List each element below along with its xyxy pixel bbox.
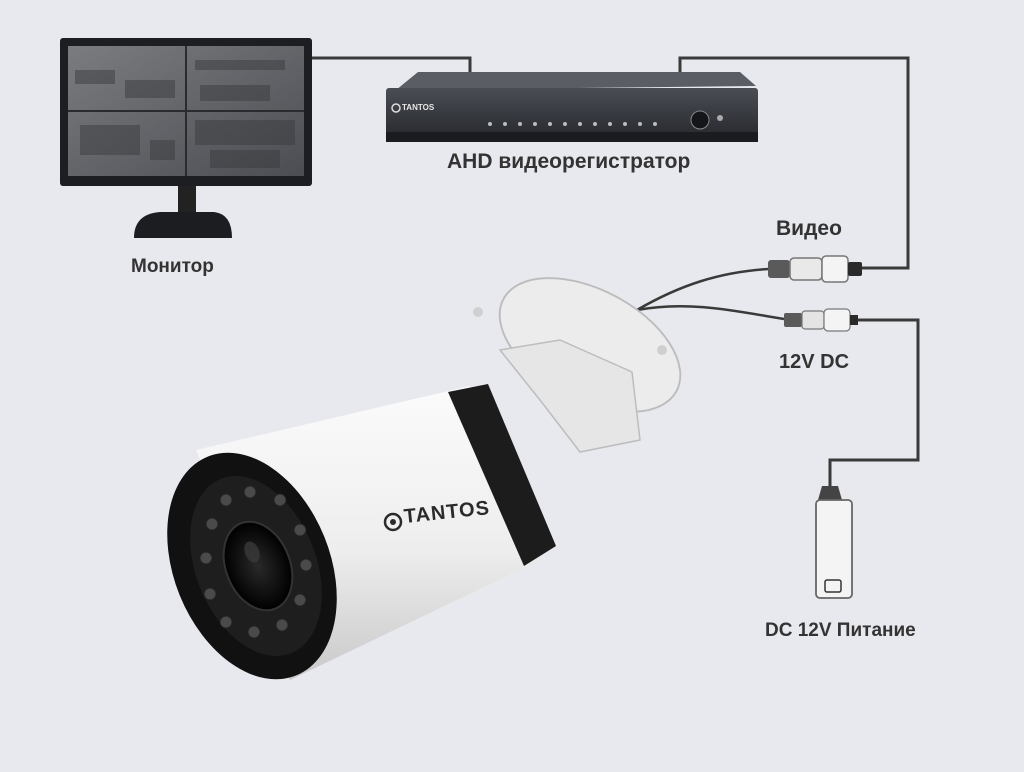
power-connector-icon [784,309,858,331]
power-12v-label: 12V DC [779,351,849,374]
camera-pigtail-power [637,306,784,319]
monitor-label: Монитор [131,256,214,278]
dvr-icon [386,72,758,142]
monitor-dvr-cable [310,58,470,72]
video-connector-icon [768,256,862,282]
camera-icon [135,250,702,704]
power-supply-label: DC 12V Питание [765,620,916,642]
video-label: Видео [776,217,842,241]
power-cable [830,320,918,486]
dvr-brand-label: TANTOS [402,103,434,112]
camera-pigtail-video [637,269,768,310]
dvr-label: AHD видеорегистратор [447,150,690,174]
power-supply-icon [816,486,852,598]
monitor-icon [60,38,312,238]
